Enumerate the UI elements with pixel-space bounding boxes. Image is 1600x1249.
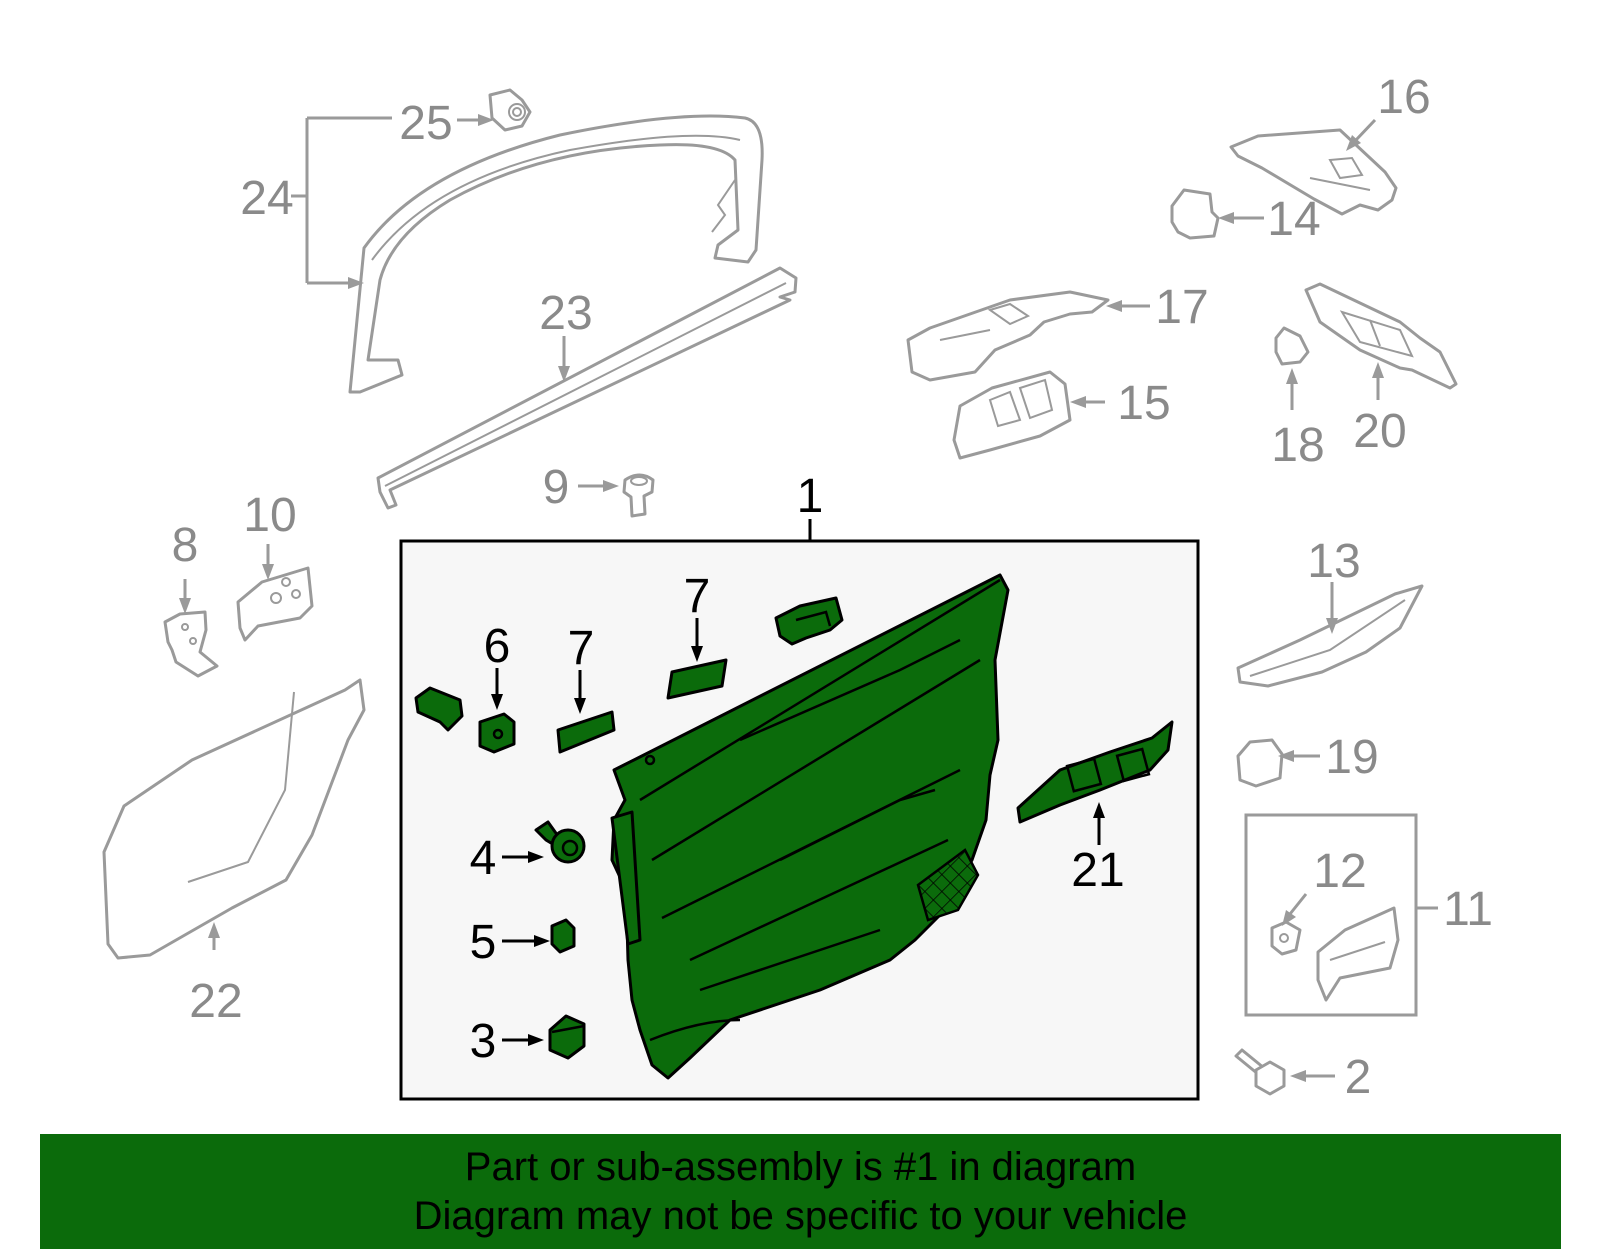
- part-7-pad-right[interactable]: [666, 658, 728, 700]
- callout-12[interactable]: 12: [1313, 845, 1366, 898]
- part-24-door-frame-molding[interactable]: [348, 114, 764, 394]
- callout-3[interactable]: 3: [470, 1015, 497, 1068]
- part-15-window-switch[interactable]: [952, 370, 1072, 460]
- part-17-window-switch-bezel[interactable]: [906, 290, 1110, 382]
- disclaimer-banner: Part or sub-assembly is #1 in diagram Di…: [40, 1134, 1561, 1249]
- part-8-bracket[interactable]: [163, 610, 219, 678]
- callout-24[interactable]: 24: [240, 172, 293, 225]
- callout-7-right[interactable]: 7: [684, 570, 711, 623]
- callout-23[interactable]: 23: [539, 287, 592, 340]
- callout-22[interactable]: 22: [189, 975, 242, 1028]
- callout-5[interactable]: 5: [470, 916, 497, 969]
- part-handle-bracket[interactable]: [774, 596, 844, 646]
- leader-12: [1288, 893, 1308, 915]
- callout-25[interactable]: 25: [399, 97, 452, 150]
- part-23-belt-molding[interactable]: [376, 266, 798, 510]
- callout-2[interactable]: 2: [1345, 1051, 1372, 1104]
- part-13-armrest-pad[interactable]: [1236, 584, 1424, 688]
- part-7-pad-left[interactable]: [556, 710, 616, 754]
- callout-1[interactable]: 1: [797, 470, 824, 523]
- leader-16: [1354, 118, 1377, 142]
- part-retainer-bracket[interactable]: [414, 686, 464, 732]
- callout-8[interactable]: 8: [172, 519, 199, 572]
- callout-7-left[interactable]: 7: [568, 622, 595, 675]
- callout-19[interactable]: 19: [1325, 731, 1378, 784]
- callout-17[interactable]: 17: [1155, 281, 1208, 334]
- callout-14[interactable]: 14: [1267, 193, 1320, 246]
- part-5-clip[interactable]: [550, 918, 576, 954]
- callout-16[interactable]: 16: [1377, 71, 1430, 124]
- leader-24: [291, 116, 392, 289]
- part-10-hinge-bracket[interactable]: [236, 566, 314, 642]
- callout-10[interactable]: 10: [243, 489, 296, 542]
- part-16-switch-bezel[interactable]: [1229, 128, 1398, 216]
- part-6-clip[interactable]: [478, 712, 516, 754]
- part-20-handle-bezel[interactable]: [1304, 282, 1458, 390]
- part-3-nut[interactable]: [548, 1014, 586, 1060]
- part-11-handle-cover[interactable]: [1316, 906, 1400, 1002]
- part-25-clip[interactable]: [488, 88, 532, 132]
- callout-18[interactable]: 18: [1271, 419, 1324, 472]
- callout-15[interactable]: 15: [1117, 377, 1170, 430]
- part-2-bolt[interactable]: [1234, 1048, 1286, 1096]
- part-21-window-switch-panel[interactable]: [1016, 720, 1174, 824]
- callout-21[interactable]: 21: [1071, 844, 1124, 897]
- callout-11[interactable]: 11: [1443, 883, 1493, 936]
- callout-4[interactable]: 4: [470, 832, 497, 885]
- part-22-lower-trim-panel[interactable]: [102, 678, 366, 960]
- part-19-switch[interactable]: [1236, 738, 1284, 788]
- part-9-grommet[interactable]: [622, 473, 655, 518]
- callout-6[interactable]: 6: [484, 620, 511, 673]
- part-4-push-pin[interactable]: [534, 820, 586, 864]
- part-18-switch[interactable]: [1274, 326, 1310, 366]
- callout-9[interactable]: 9: [543, 461, 570, 514]
- part-14-switch[interactable]: [1170, 188, 1220, 240]
- banner-line-2: Diagram may not be specific to your vehi…: [413, 1193, 1188, 1238]
- part-12-clip[interactable]: [1270, 920, 1302, 956]
- banner-line-1: Part or sub-assembly is #1 in diagram: [464, 1144, 1137, 1189]
- callout-13[interactable]: 13: [1307, 535, 1360, 588]
- callout-20[interactable]: 20: [1353, 405, 1406, 458]
- part-1-door-trim-panel[interactable]: [610, 573, 1010, 1080]
